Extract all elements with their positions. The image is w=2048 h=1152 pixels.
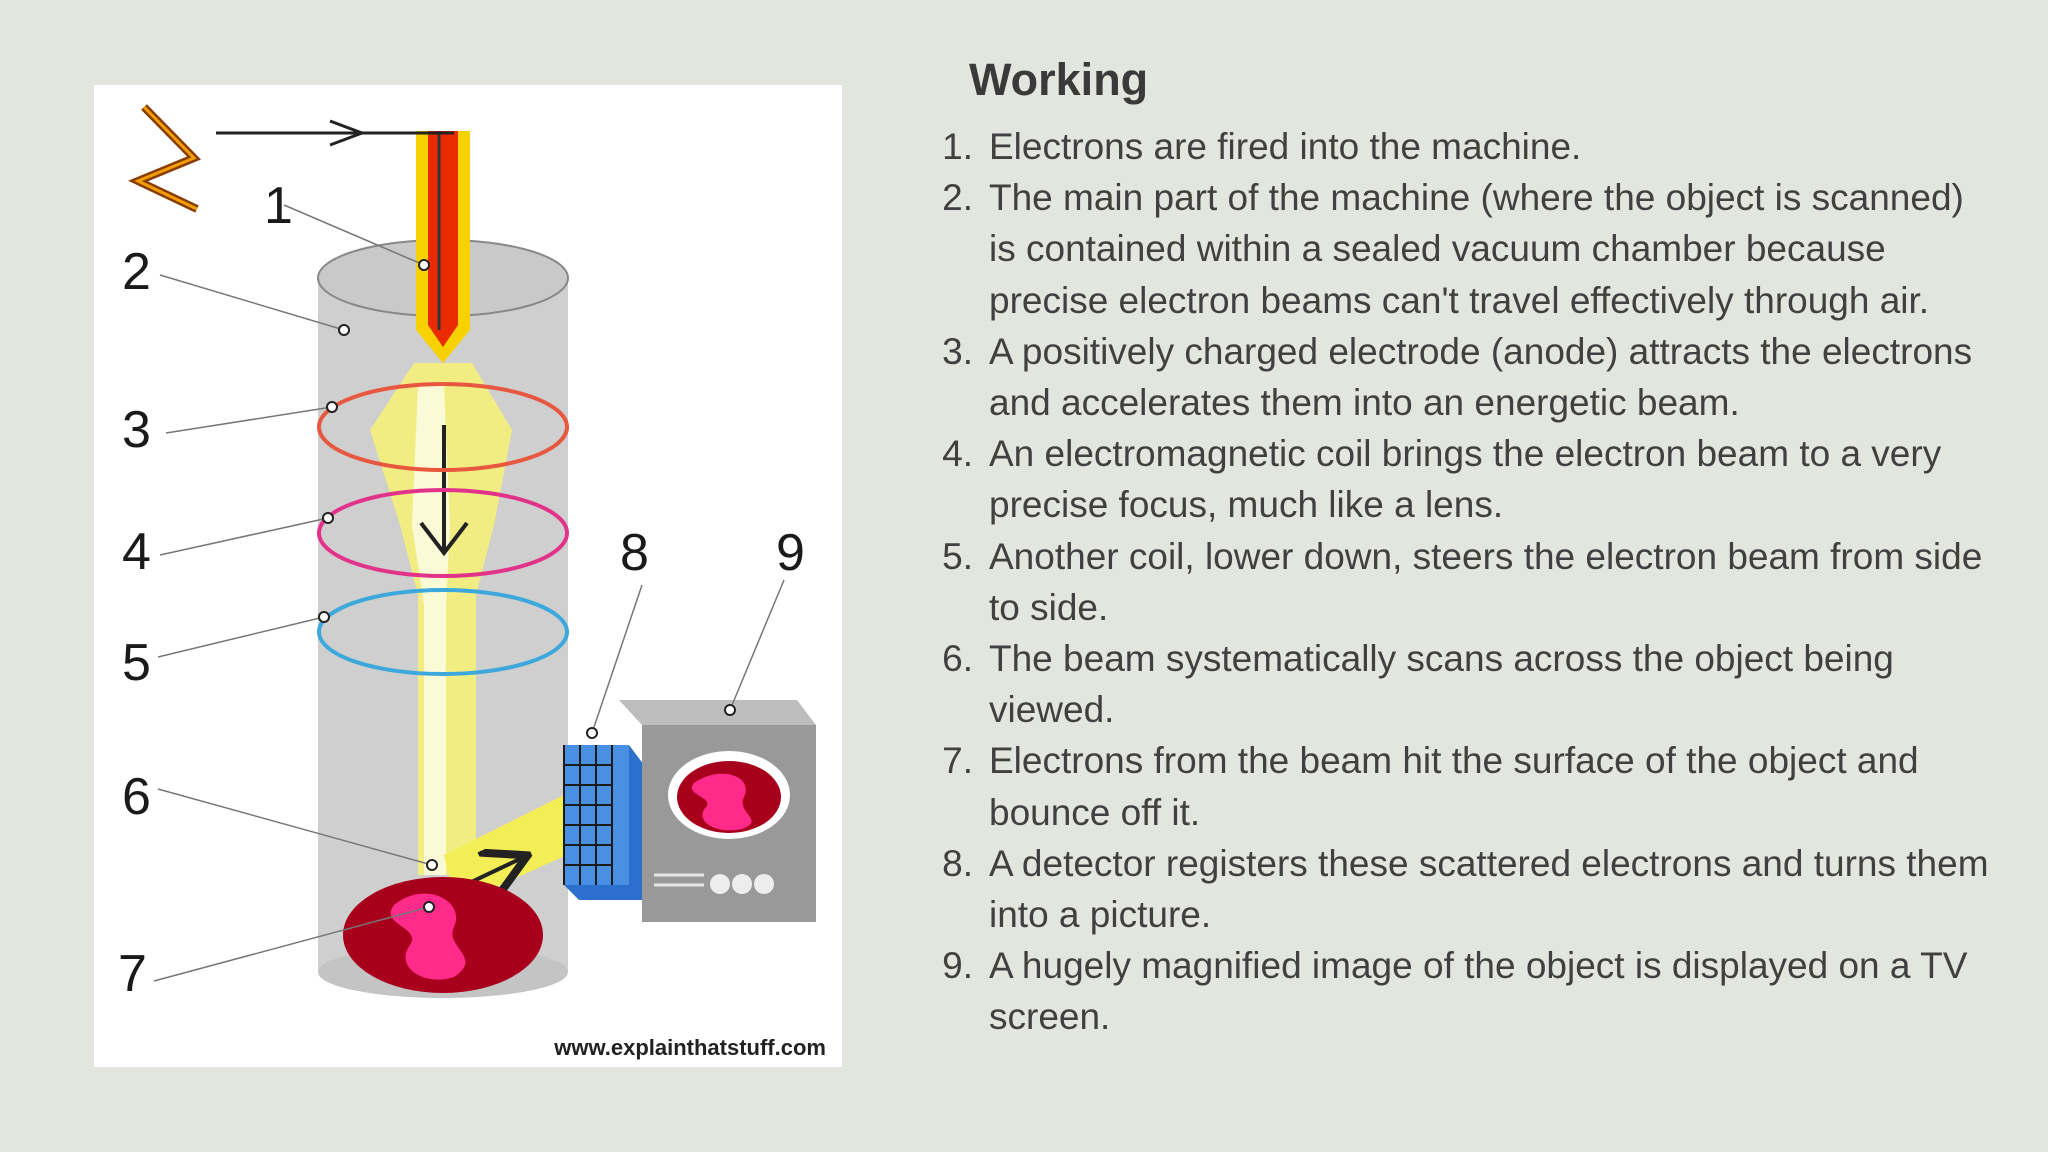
callout-dots: [318, 259, 736, 913]
step-text: A hugely magnified image of the object i…: [989, 945, 1968, 1038]
callout-leaders: [153, 204, 785, 982]
step-number: 8.: [942, 842, 973, 884]
callout-4: 4: [122, 523, 151, 581]
step-text: Electrons from the beam hit the surface …: [989, 740, 1919, 833]
scanning-coil: [317, 588, 569, 676]
callout-7: 7: [118, 945, 147, 1003]
focusing-coil: [317, 488, 569, 578]
callout-2: 2: [122, 243, 151, 301]
source-watermark: www.explainthatstuff.com: [553, 1035, 826, 1060]
specimen: [343, 877, 543, 993]
step-number: 3.: [942, 330, 973, 372]
sem-diagram-svg: 1 2 3 4 5 6 7 8 9 www.explainthatstuff.c…: [118, 104, 826, 1060]
step-text: The beam systematically scans across the…: [989, 638, 1894, 731]
step-number: 9.: [942, 945, 973, 987]
anode-ring: [317, 382, 569, 472]
callout-1: 1: [264, 177, 293, 235]
power-input-lightning-icon: [128, 104, 202, 213]
step-number: 5.: [942, 535, 973, 577]
list-item: 4. An electromagnetic coil brings the ele…: [915, 428, 1995, 530]
step-text: Electrons are fired into the machine.: [989, 126, 1582, 167]
callout-8: 8: [620, 524, 649, 582]
step-text: A positively charged electrode (anode) a…: [989, 330, 1973, 424]
sem-diagram: 1 2 3 4 5 6 7 8 9 www.explainthatstuff.c…: [94, 85, 842, 1067]
list-item: 9. A hugely magnified image of the object…: [915, 940, 1995, 1042]
step-number: 7.: [942, 740, 973, 782]
detector: [563, 745, 644, 900]
list-item: 6. The beam systematically scans across t…: [915, 633, 1995, 735]
step-number: 4.: [942, 433, 973, 475]
working-text-panel: Working 1. Electrons are fired into the m…: [915, 45, 1995, 1043]
callout-9: 9: [776, 524, 805, 582]
step-text: An electromagnetic coil brings the elect…: [989, 433, 1942, 526]
list-item: 1. Electrons are fired into the machine.: [915, 121, 1995, 172]
list-item: 8. A detector registers these scattered e…: [915, 838, 1995, 940]
section-heading: Working: [969, 54, 1149, 105]
callout-6: 6: [122, 768, 151, 826]
list-item: 3. A positively charged electrode (anode)…: [915, 326, 1995, 428]
list-item: 5. Another coil, lower down, steers the e…: [915, 531, 1995, 633]
step-text: The main part of the machine (where the …: [989, 177, 1964, 321]
step-text: Another coil, lower down, steers the ele…: [989, 535, 1983, 628]
list-item: 7. Electrons from the beam hit the surfac…: [915, 735, 1995, 837]
step-number: 2.: [942, 177, 973, 219]
step-number: 6.: [942, 638, 973, 680]
step-number: 1.: [942, 126, 973, 167]
electron-gun: [416, 131, 470, 363]
callout-3: 3: [122, 401, 151, 459]
tv-monitor: [619, 700, 816, 922]
list-item: 2. The main part of the machine (where th…: [915, 172, 1995, 326]
step-text: A detector registers these scattered ele…: [989, 842, 1989, 936]
steps-list: 1.Electrons are fired into the machine. …: [915, 121, 1995, 1043]
callout-5: 5: [122, 634, 151, 692]
